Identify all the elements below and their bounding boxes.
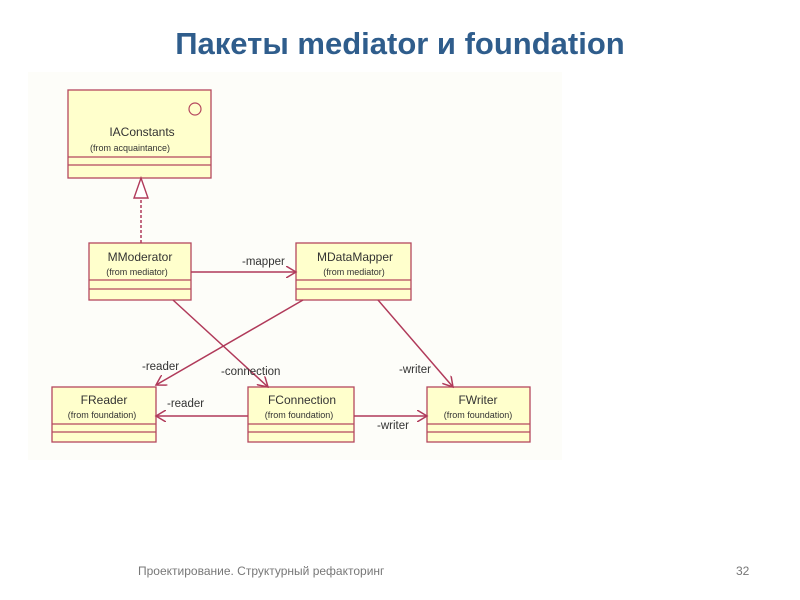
role-label-mapper: -mapper [242,256,285,268]
role-label-writer: -writer [377,420,409,432]
class-package: (from foundation) [68,410,137,420]
association-mdm-reader [156,299,304,385]
class-name: FReader [81,393,128,407]
role-label-connection: -connection [221,366,280,378]
class-name: MModerator [108,250,173,264]
class-name: MDataMapper [317,250,393,264]
class-package: (from acquaintance) [90,143,170,153]
class-name: FConnection [268,393,336,407]
class-fconnection[interactable]: FConnection (from foundation) [247,386,355,443]
association-mdm-writer [377,299,453,387]
class-name: IAConstants [109,125,174,139]
page-number: 32 [736,564,750,578]
class-iaconstants[interactable]: IAConstants (from acquaintance) [67,89,212,179]
interface-icon [188,102,202,116]
class-mmoderator[interactable]: MModerator (from mediator) [88,242,192,301]
class-package: (from mediator) [323,267,385,277]
slide-title: Пакеты mediator и foundation [175,26,625,61]
class-fwriter[interactable]: FWriter (from foundation) [426,386,531,443]
realization-mmoderator-iaconstants [133,175,149,243]
role-label-writer: -writer [399,364,431,376]
class-mdatamapper[interactable]: MDataMapper (from mediator) [295,242,412,301]
class-package: (from foundation) [444,410,513,420]
triangle-arrowhead-icon [133,175,149,199]
role-label-reader: -reader [167,398,204,410]
class-freader[interactable]: FReader (from foundation) [51,386,157,443]
association-connection [172,299,268,387]
class-package: (from foundation) [265,410,334,420]
role-label-reader: -reader [142,361,179,373]
class-name: FWriter [458,393,497,407]
slide-footer: Проектирование. Структурный рефакторинг [138,564,385,578]
class-package: (from mediator) [106,267,168,277]
